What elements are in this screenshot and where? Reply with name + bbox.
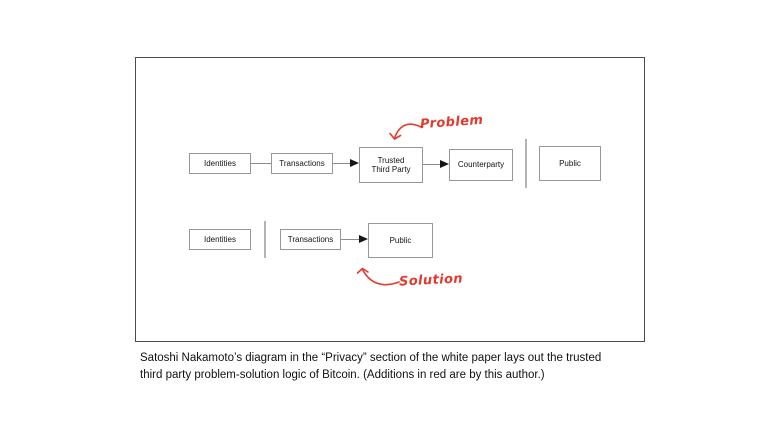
caption-line-2: third party problem-solution logic of Bi… — [140, 369, 545, 381]
red-annotation-arrows — [356, 123, 422, 286]
problem-annotation: Problem — [419, 112, 484, 133]
solution-arrowhead — [356, 267, 369, 274]
box-label: Counterparty — [457, 160, 505, 170]
solution-annotation: Solution — [398, 271, 464, 290]
separator-identities-transactions — [264, 221, 266, 258]
connector-identities-transactions — [251, 163, 271, 164]
box-label-line2: Third Party — [371, 165, 411, 174]
box-label: Transactions — [287, 234, 334, 244]
box-trusted-third-party: Trusted Third Party — [359, 147, 423, 183]
box-public-row1: Public — [539, 146, 601, 181]
box-transactions-row2: Transactions — [280, 229, 341, 250]
box-label: Public — [559, 158, 581, 168]
box-label: Identities — [203, 158, 237, 168]
arrowhead-to-ttp — [350, 159, 359, 167]
box-public-row2: Public — [368, 223, 433, 258]
arrowhead-to-public — [359, 235, 368, 243]
box-identities-row1: Identities — [189, 153, 251, 174]
connector-transactions-ttp — [333, 163, 351, 164]
box-transactions-row1: Transactions — [271, 153, 333, 174]
connector-transactions-public — [341, 239, 360, 240]
diagram-frame: Identities Transactions Trusted Third Pa… — [135, 57, 645, 342]
box-label: Public — [389, 235, 412, 245]
image-caption: Satoshi Nakamoto’s diagram in the “Priva… — [140, 350, 601, 384]
problem-arrow-curve — [393, 123, 422, 139]
caption-line-1: Satoshi Nakamoto’s diagram in the “Priva… — [140, 352, 602, 364]
box-label: Identities — [203, 234, 237, 244]
solution-arrow-curve — [361, 268, 400, 286]
problem-arrowhead — [389, 132, 402, 140]
box-identities-row2: Identities — [189, 229, 251, 250]
box-label-line1: Trusted — [377, 155, 405, 165]
separator-counterparty-public — [525, 139, 527, 188]
box-label: Transactions — [279, 158, 325, 168]
connector-ttp-counterparty — [423, 164, 441, 165]
box-counterparty: Counterparty — [449, 149, 513, 181]
arrowhead-to-counterparty — [440, 160, 449, 168]
